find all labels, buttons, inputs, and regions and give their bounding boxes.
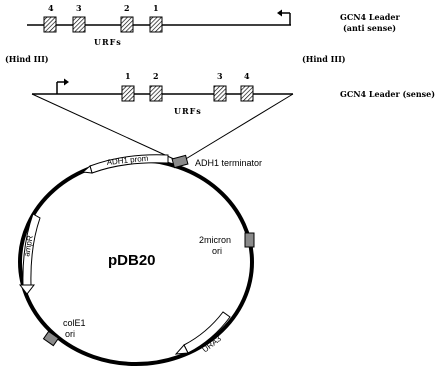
sense-promoter-arrow-icon — [56, 78, 69, 94]
plasmid-map: ADH1 terminator ADH1 prom 2micron ori UR… — [18, 154, 262, 366]
2micron-label-line2: ori — [212, 246, 222, 256]
urfs-label: URFs — [174, 106, 202, 116]
urf-number: 3 — [217, 71, 223, 81]
antisense-label-line1: GCN4 Leader — [340, 12, 400, 22]
urf-box-2 — [149, 85, 163, 102]
2micron-ori-box — [244, 232, 255, 248]
urf-number: 1 — [153, 3, 159, 13]
ampr-arrowhead-icon — [18, 284, 36, 295]
adh1-prom-arrow-body — [89, 154, 169, 174]
ampr-feature: ampR — [18, 213, 41, 295]
urf-box-4 — [240, 85, 254, 102]
ura3-arrowhead-icon — [174, 344, 189, 355]
hind-iii-left-label: (Hind III) — [5, 54, 49, 64]
cole1-label-line1: colE1 — [63, 318, 86, 328]
urf-number: 1 — [125, 71, 131, 81]
urf-box-3 — [72, 16, 86, 33]
cole1-label-line2: ori — [65, 329, 75, 339]
insertion-line-left — [31, 93, 177, 161]
urf-number: 2 — [153, 71, 159, 81]
cole1-ori-box — [42, 330, 60, 347]
ampr-label: ampR — [22, 234, 35, 257]
2micron-label-line1: 2micron — [199, 235, 231, 245]
adh1-prom-label: ADH1 prom — [106, 154, 149, 167]
urf-box-1 — [121, 85, 135, 102]
adh1-prom-arrowhead-icon — [81, 165, 93, 174]
sense-label: GCN4 Leader (sense) — [340, 89, 435, 99]
adh1-prom-feature: ADH1 prom — [81, 154, 169, 174]
plasmid-name: pDB20 — [108, 252, 156, 269]
antisense-promoter-arrow-icon — [277, 9, 291, 25]
urf-box-2 — [120, 16, 134, 33]
insertion-line-right — [183, 93, 294, 161]
antisense-construct: 4 3 2 1 URFs GCN4 Leader (anti sense) — [27, 3, 400, 47]
urf-number: 4 — [48, 3, 54, 13]
urf-number: 2 — [124, 3, 130, 13]
urf-box-1 — [149, 16, 163, 33]
urfs-label: URFs — [94, 37, 122, 47]
adh1-terminator-box — [171, 154, 189, 169]
urf-box-3 — [213, 85, 227, 102]
antisense-label-line2: (anti sense) — [343, 23, 396, 33]
hind-iii-right-label: (Hind III) — [302, 54, 346, 64]
adh1-terminator-label: ADH1 terminator — [195, 158, 262, 168]
urf-number: 3 — [76, 3, 82, 13]
urf-box-4 — [43, 16, 57, 33]
urf-number: 4 — [244, 71, 250, 81]
sense-construct: 1 2 3 4 URFs GCN4 Leader (sense) — [32, 71, 435, 116]
